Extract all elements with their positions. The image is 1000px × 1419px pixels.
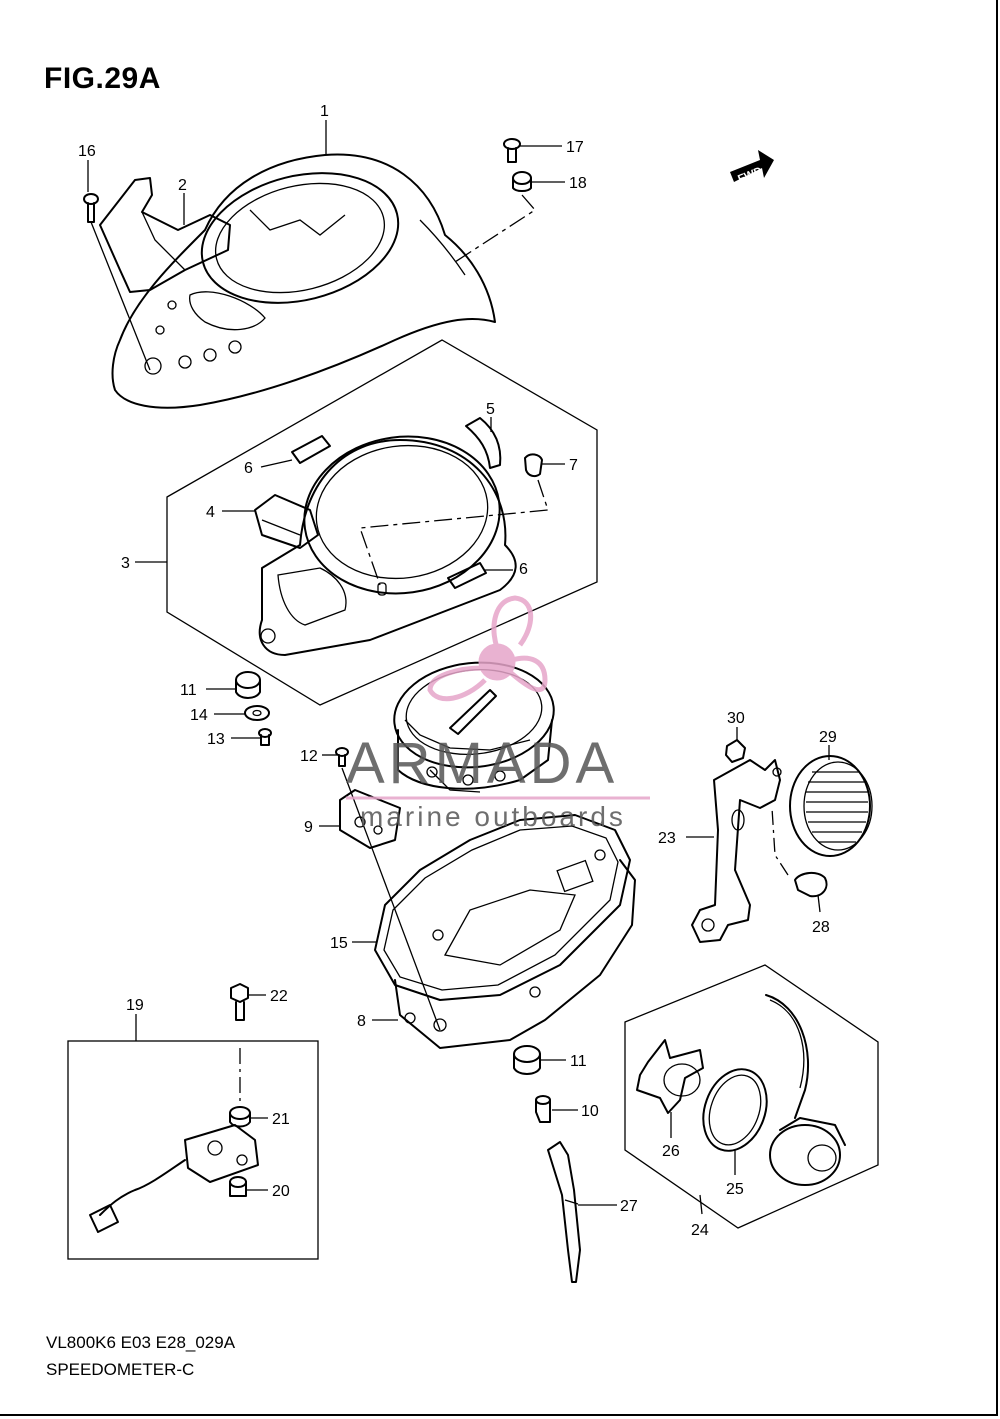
callout-2: 2 [178,177,187,194]
callout-labels: 1 2 3 4 5 6 6 7 8 9 10 11 11 12 13 14 15… [78,103,837,1239]
grommet-11a-part [235,671,261,699]
callout-7: 7 [569,457,578,474]
sensor-body-part [765,994,846,1186]
callout-10: 10 [581,1103,599,1120]
cover-bracket-part [99,177,231,293]
section-name: SPEEDOMETER-C [46,1360,195,1379]
grommet-11b-part [513,1045,541,1075]
cushion-6b-part [447,562,487,589]
callout-5: 5 [486,401,495,418]
reflector-29-part [789,755,873,857]
screw-13-part [258,728,272,746]
callout-22: 22 [270,988,288,1005]
callout-14: 14 [190,707,208,724]
meter-case-assembly-frame [166,339,598,706]
bracket-23-part [691,759,782,943]
callout-13: 13 [207,731,225,748]
callout-11b: 11 [570,1053,587,1070]
speedometer-gauge-part [393,661,555,793]
clip-28-part [771,807,828,898]
washer-14-part [244,705,270,721]
fwd-arrow-icon: FWD [730,150,774,186]
gasket-15-part [374,814,631,1001]
callout-21: 21 [272,1111,290,1128]
callout-12: 12 [300,748,318,765]
collar-20-part [229,1176,247,1197]
callout-26: 26 [662,1143,680,1160]
sensor-19-part [89,1124,259,1233]
callout-25: 25 [726,1181,744,1198]
callout-30: 30 [727,710,745,727]
holder-26-part [636,1039,704,1114]
screw-16-part [83,193,151,371]
nut-30-part [725,739,746,763]
ring-25-part [702,1068,768,1152]
callout-leaders [87,120,830,1215]
plate-9-part [339,789,401,849]
watermark-logo: ARMADA marine outboards [346,595,650,832]
speed-sensor-19-frame [67,1040,319,1260]
cushion-4-part [254,494,319,549]
callout-15: 15 [330,935,348,952]
sensor-assembly-24-frame [624,964,879,1229]
figure-title: FIG.29A [44,62,161,95]
callout-8: 8 [357,1013,366,1030]
meter-case-part [258,435,517,656]
bolt-22-part [230,983,249,1108]
watermark-tagline: marine outboards [360,801,626,832]
callout-6b: 6 [519,561,528,578]
callout-1: 1 [320,103,329,120]
callout-4: 4 [206,504,215,521]
model-code: VL800K6 E03 E28_029A [46,1333,236,1352]
callout-6a: 6 [244,460,253,477]
cushion-5-part [465,417,502,469]
screw-10-part [535,1095,551,1123]
callout-16: 16 [78,143,96,160]
callout-27: 27 [620,1198,638,1215]
lower-case-8-part [394,849,636,1049]
callout-17: 17 [566,139,584,156]
callout-18: 18 [569,175,587,192]
cushion-6a-part [291,435,331,464]
callout-20: 20 [272,1183,290,1200]
callout-3: 3 [121,555,130,572]
callout-28: 28 [812,919,830,936]
callout-24: 24 [691,1222,709,1239]
callout-23: 23 [658,830,676,847]
callout-11a: 11 [180,682,197,699]
collar-18-part [454,171,536,263]
callout-19: 19 [126,997,144,1014]
meter-cover-part [111,153,496,409]
collar-21-part [229,1106,251,1128]
screw-17-part [503,138,521,163]
watermark-brand: ARMADA [346,731,618,796]
cap-7-part [359,453,549,586]
callout-29: 29 [819,729,837,746]
propeller-icon [427,595,548,702]
clamp-27-part [547,1141,581,1283]
callout-9: 9 [304,819,313,836]
